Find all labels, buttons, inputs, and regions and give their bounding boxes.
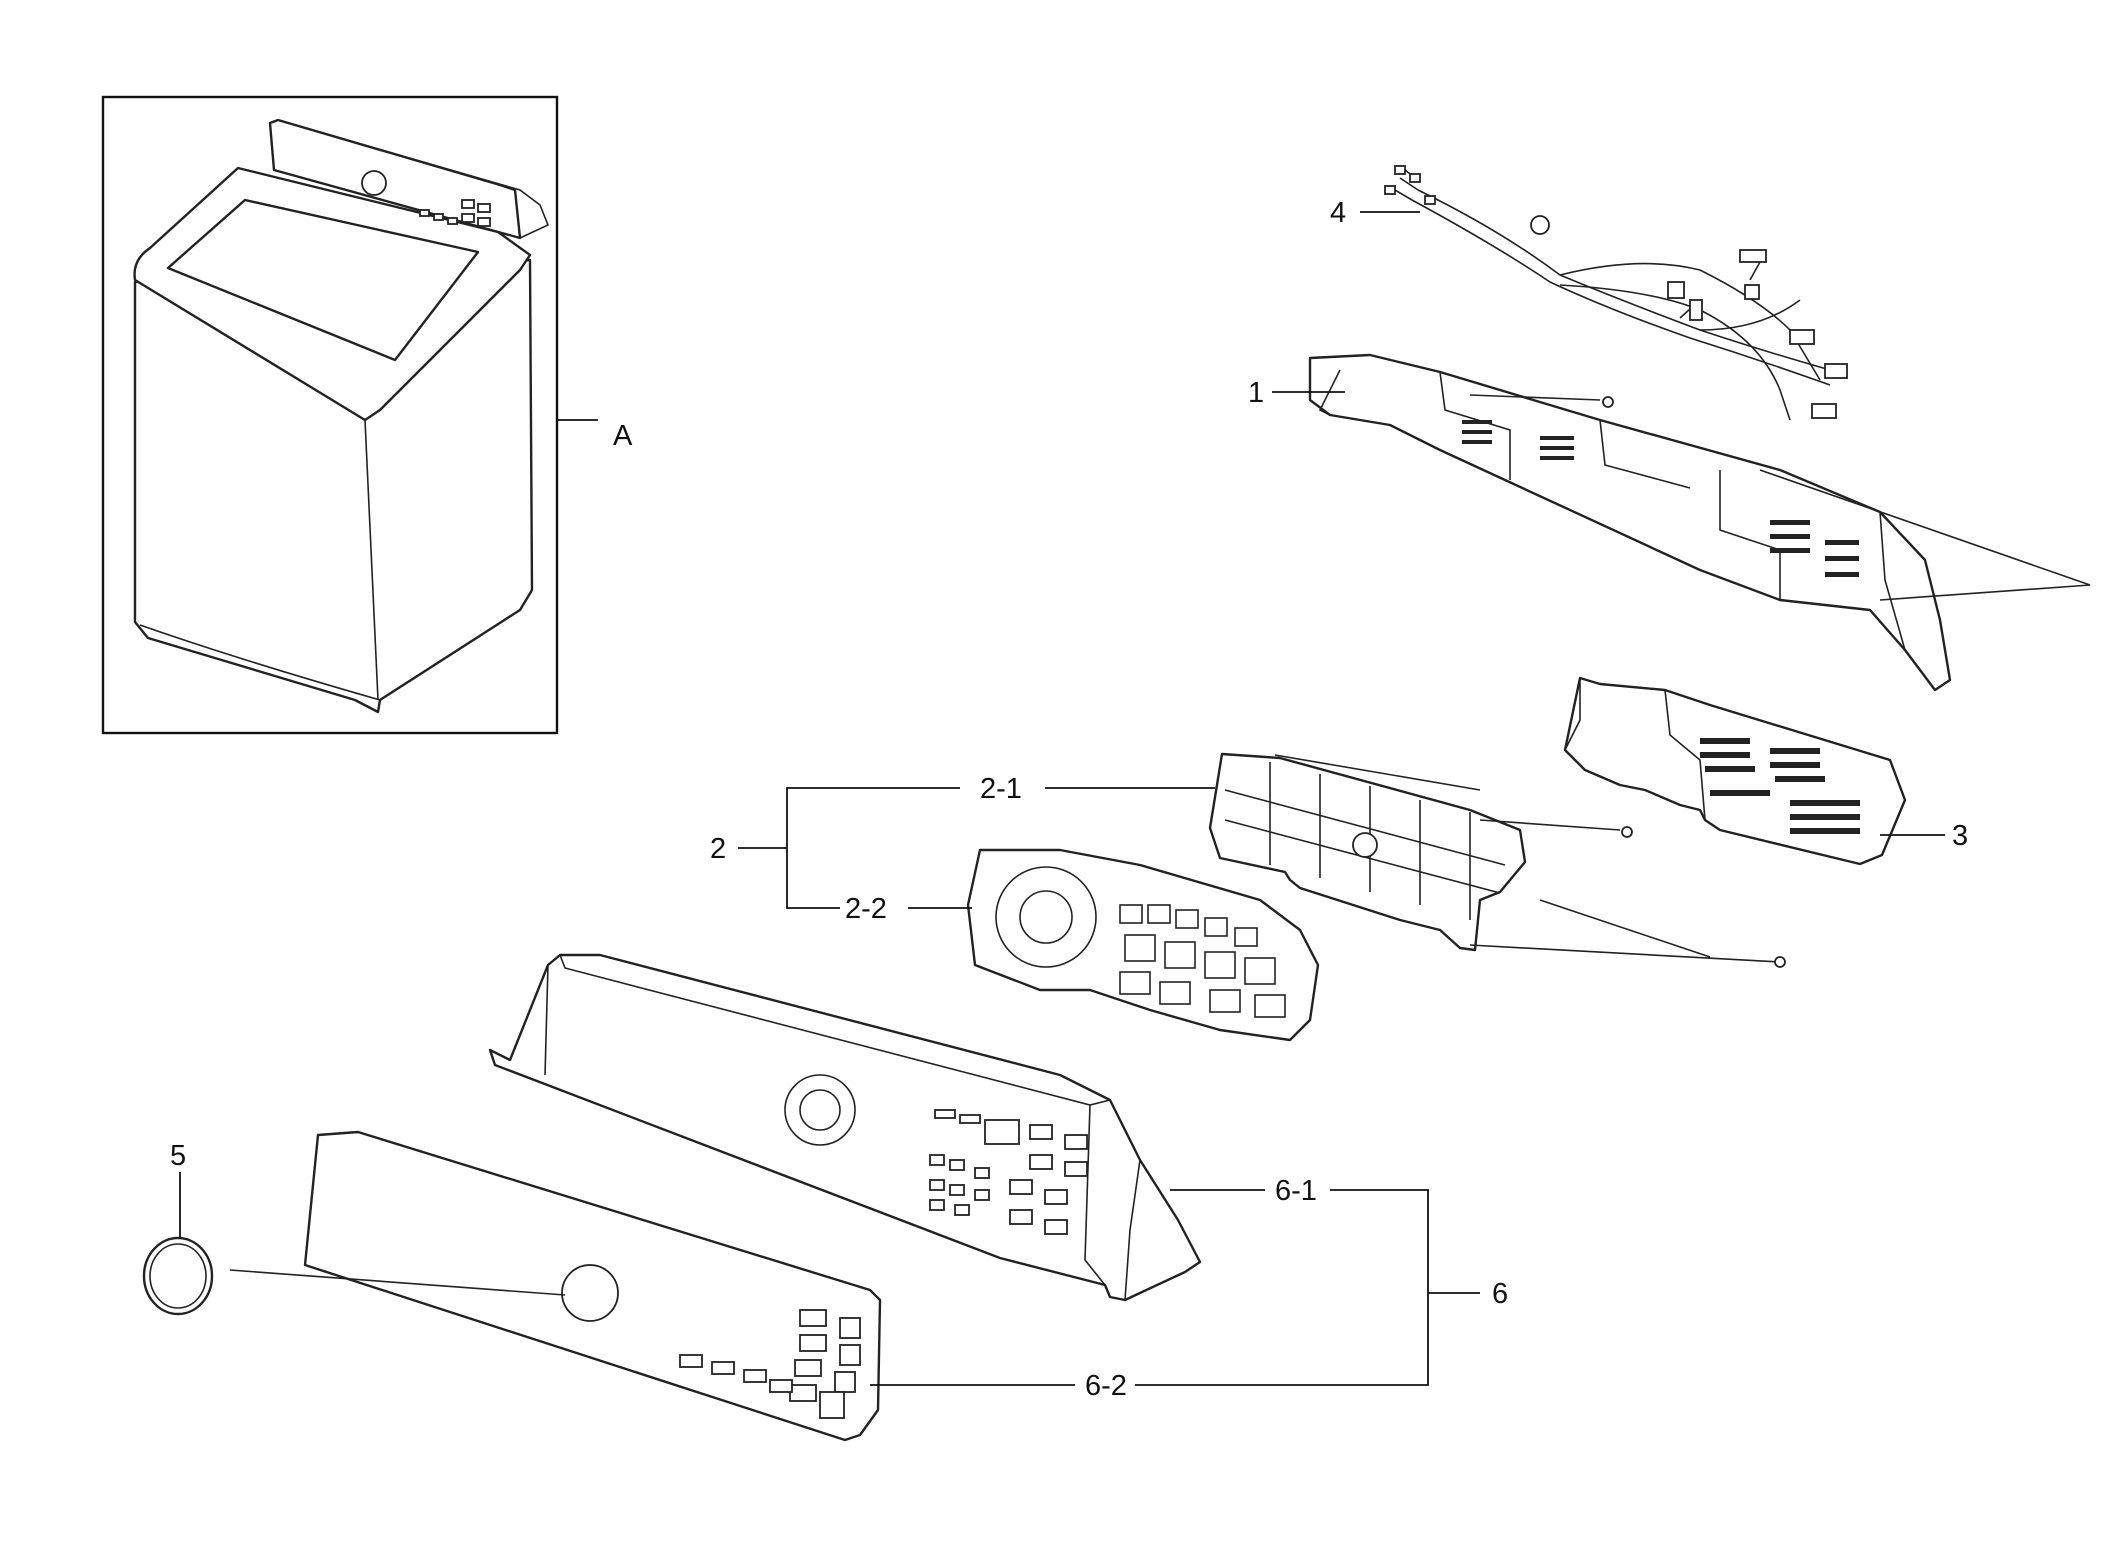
frame-screw-line (1469, 394, 1601, 401)
overlay-buttons (679, 1309, 861, 1419)
pcb-assembly-illustration (966, 848, 1320, 1042)
screw (1774, 956, 1786, 968)
cover-screw-lines (1274, 754, 1781, 963)
part-panel-overlay: 6-2 (303, 1130, 1127, 1442)
panel-frame-illustration (1308, 353, 1952, 692)
screw (1602, 396, 1614, 408)
pcb-components (1119, 904, 1286, 1018)
frame-projection-lines (1759, 469, 2091, 601)
pcb-dial-ring (995, 866, 1097, 968)
connectors (1384, 165, 1848, 419)
part-knob: 5 (142, 1140, 566, 1316)
housing-knob-ring (784, 1074, 856, 1146)
callout-1: 1 (1248, 377, 1264, 409)
bracket-2 (786, 787, 960, 909)
callout-3: 3 (1952, 820, 1968, 852)
screw (1621, 826, 1633, 838)
housing-buttons (929, 1109, 1088, 1235)
knob-projection-line (229, 1269, 566, 1296)
callout-6: 6 (1492, 1278, 1508, 1310)
part-panel-cover: 2-1 (980, 752, 1786, 968)
cover-hole (1352, 832, 1378, 858)
washer-overview-panel: A (101, 95, 633, 735)
part-pcb-housing: 3 (1563, 676, 1968, 866)
bracket-6 (1135, 1189, 1429, 1386)
callout-6-1: 6-1 (1275, 1175, 1317, 1207)
knob-illustration (142, 1236, 214, 1316)
housing-vent-slots (1700, 738, 1860, 834)
callout-2: 2 (710, 833, 726, 865)
callout-5: 5 (170, 1140, 186, 1172)
washer-illustration (133, 118, 550, 714)
wire-harness-illustration (1394, 169, 1831, 421)
part-wire-harness: 4 (1330, 165, 1848, 421)
callout-6-2: 6-2 (1085, 1370, 1127, 1402)
part-control-panel-housing: 6-1 (488, 953, 1317, 1302)
part-2-bracket: 2 (710, 787, 960, 909)
part-6-bracket: 6 (1135, 1189, 1508, 1386)
overlay-knob-hole (561, 1264, 619, 1322)
callout-2-2: 2-2 (845, 893, 887, 925)
callout-2-1: 2-1 (980, 773, 1022, 805)
frame-vent-slots (1462, 420, 1859, 577)
callout-a: A (613, 420, 633, 452)
callout-4: 4 (1330, 197, 1346, 229)
part-pcb-assembly: 2-2 (845, 848, 1320, 1042)
part-panel-frame: 1 (1248, 353, 2091, 692)
